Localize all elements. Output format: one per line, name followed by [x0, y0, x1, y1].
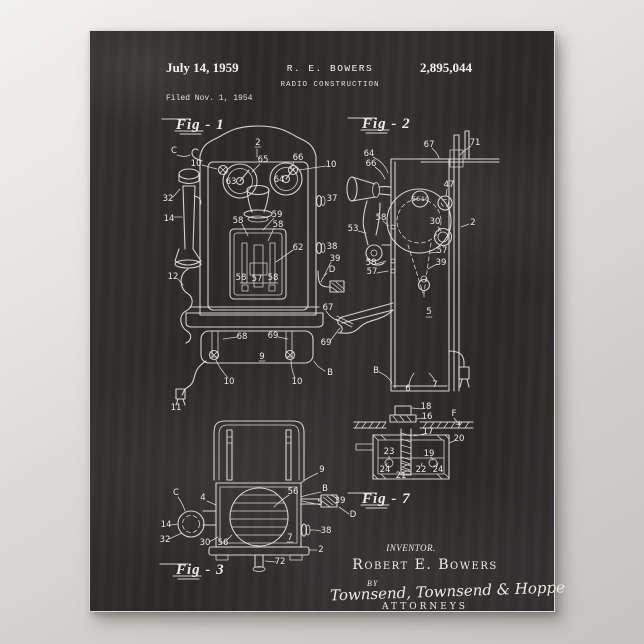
ref-numeral: 56 [412, 195, 420, 203]
ref-numeral: 21 [396, 471, 407, 481]
ref-numeral: 12 [168, 272, 179, 282]
ref-numeral: 69 [321, 338, 332, 348]
ref-numeral: 7 [432, 380, 437, 390]
ref-numeral: 18 [421, 402, 432, 412]
ref-numeral: 2 [318, 545, 323, 555]
ref-numeral: 58 [268, 273, 279, 283]
ref-numeral: 17 [423, 427, 434, 437]
ref-numeral: 56 [218, 538, 229, 548]
ref-numeral: 20 [454, 434, 465, 444]
ref-numeral: 67 [323, 303, 334, 313]
fig3-art: Fig - 3 C 4 9 [160, 421, 357, 579]
ref-numeral: F [452, 409, 457, 419]
ref-numeral: 58 [233, 216, 244, 226]
ref-numeral: 53 [348, 224, 359, 234]
ref-numeral: 38 [327, 242, 338, 252]
ref-numeral: 2 [255, 138, 260, 148]
ref-numeral: 24 [380, 465, 391, 475]
ref-numeral: 10 [191, 159, 202, 169]
ref-numeral: 10 [224, 377, 235, 387]
ref-numeral: 14 [164, 214, 175, 224]
fig2-caption: Fig - 2 [361, 116, 411, 132]
ref-numeral: 71 [470, 138, 481, 148]
ref-numeral: 65 [258, 155, 269, 165]
ref-numeral: 57 [437, 246, 448, 256]
ref-numeral: 10 [292, 377, 303, 387]
ref-numeral: 58 [273, 220, 284, 230]
inventor-name: Robert E. Bowers [340, 557, 510, 573]
ref-numeral: 66 [366, 159, 377, 169]
ref-numeral: 37 [327, 194, 338, 204]
patent-drawing: Fig - 1 [90, 31, 554, 611]
ref-numeral: 38 [321, 526, 332, 536]
ref-numeral: 39 [330, 254, 341, 264]
fig7-caption: Fig - 7 [361, 491, 411, 507]
ref-numeral: 39 [436, 258, 447, 268]
ref-numeral: 68 [237, 332, 248, 342]
ref-numeral: 30 [430, 217, 441, 227]
ref-numeral: 59 [272, 210, 283, 220]
ref-numeral: 4 [200, 493, 205, 503]
ref-numeral: 57 [367, 267, 378, 277]
ref-numeral: 14 [161, 520, 172, 530]
ref-numeral: 7 [287, 533, 292, 543]
ref-numeral: 2 [470, 218, 475, 228]
ref-numeral: 72 [275, 557, 286, 567]
ref-numeral: 30 [200, 538, 211, 548]
patent-poster: July 14, 1959 R. E. BOWERS 2,895,044 RAD… [89, 30, 555, 612]
ref-numeral: C [171, 146, 177, 156]
fig1-art: Fig - 1 [162, 117, 353, 413]
ref-numeral: 6 [405, 384, 410, 394]
ref-numeral: 69 [268, 331, 279, 341]
inventor-caption: INVENTOR. [351, 543, 471, 553]
ref-numeral: B [327, 368, 333, 378]
ref-numeral: B [322, 484, 328, 494]
ref-numeral: 58 [236, 273, 247, 283]
ref-numeral: 19 [424, 449, 435, 459]
ref-numeral: D [329, 265, 336, 275]
ref-numeral: 5 [317, 498, 322, 508]
ref-numeral: 10 [421, 195, 429, 203]
fig2-art: Fig - 2 [338, 116, 499, 394]
fig3-caption: Fig - 3 [175, 562, 225, 578]
ref-numeral: D [350, 510, 357, 520]
ref-numeral: 62 [293, 243, 304, 253]
ref-numeral: 11 [171, 403, 182, 413]
ref-numeral: 32 [163, 194, 174, 204]
ref-numeral: 5 [426, 307, 431, 317]
ref-numeral: 67 [424, 140, 435, 150]
ref-numeral: 23 [384, 447, 395, 457]
ref-numeral: 58 [376, 213, 387, 223]
ref-numeral: 56 [288, 487, 299, 497]
ref-numeral: 10 [326, 160, 337, 170]
fig1-caption: Fig - 1 [175, 117, 225, 133]
ref-numeral: 24 [433, 465, 444, 475]
ref-numeral: 22 [416, 465, 427, 475]
ref-numeral: 9 [259, 352, 264, 362]
ref-numeral: C [173, 488, 179, 498]
ref-numeral: 47 [444, 180, 455, 190]
ref-numeral: B [373, 366, 379, 376]
ref-numeral: 64 [274, 175, 285, 185]
ref-numeral: 57 [252, 274, 263, 284]
attorneys-caption: ATTORNEYS [360, 602, 490, 612]
ref-numeral: 16 [422, 412, 433, 422]
ref-numeral: 39 [335, 496, 346, 506]
fig7-art: Fig - 7 18 16 F 17 20 23 [348, 402, 473, 508]
ref-numeral: 64 [364, 149, 375, 159]
ref-numeral: 32 [160, 535, 171, 545]
ref-numeral: 63 [226, 177, 237, 187]
ref-numeral: 9 [319, 465, 324, 475]
ref-numeral: 66 [293, 153, 304, 163]
